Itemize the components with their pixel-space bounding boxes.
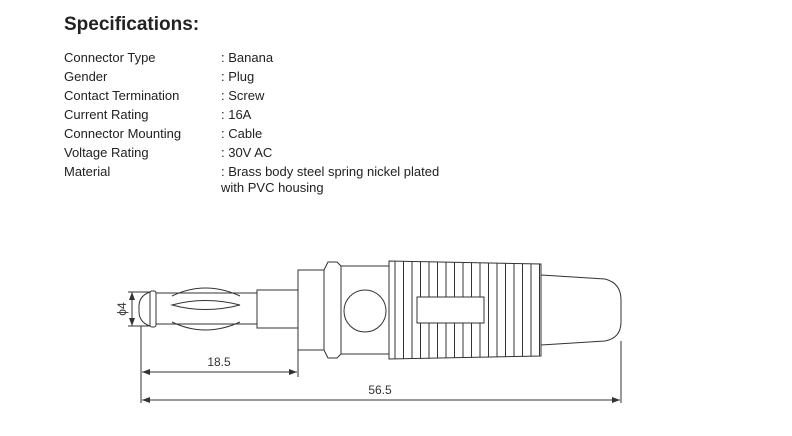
spec-key: Connector Mounting (64, 126, 182, 141)
spec-key: Gender (64, 69, 108, 84)
spring-leaf (171, 321, 241, 331)
spec-value: : 16A (221, 107, 252, 122)
body-collar (323, 261, 342, 359)
spec-value: : Cable (221, 126, 263, 141)
grip-slot (416, 296, 485, 324)
pin-collar (149, 290, 157, 328)
spec-value: : Plug (221, 69, 255, 84)
spec-value: : Brass body steel spring nickel plated (221, 164, 440, 179)
body-mid (340, 265, 390, 355)
spec-key: Material (64, 164, 111, 179)
plug-tip (138, 291, 151, 327)
spec-value: with PVC housing (221, 180, 324, 195)
page-title: Specifications: (64, 14, 200, 35)
spring-leaf (171, 287, 241, 297)
total-length-label: 56.5 (368, 383, 392, 397)
pin-shank (256, 289, 299, 329)
spec-value: : 30V AC (221, 145, 273, 160)
body-front (297, 269, 325, 351)
spec-key: Current Rating (64, 107, 149, 122)
diameter-label: ϕ4 (115, 302, 129, 316)
spec-value: : Screw (221, 88, 265, 103)
spec-key: Contact Termination (64, 88, 180, 103)
spring-leaf (170, 300, 241, 310)
pin-length-label: 18.5 (207, 355, 231, 369)
tail-taper (540, 274, 622, 346)
grip-ribs (394, 261, 540, 359)
ribbed-grip (388, 260, 542, 360)
pin-body (155, 292, 258, 325)
spec-key: Connector Type (64, 50, 156, 65)
screw-hole (343, 289, 387, 333)
spec-key: Voltage Rating (64, 145, 149, 160)
spec-value: : Banana (221, 50, 274, 65)
